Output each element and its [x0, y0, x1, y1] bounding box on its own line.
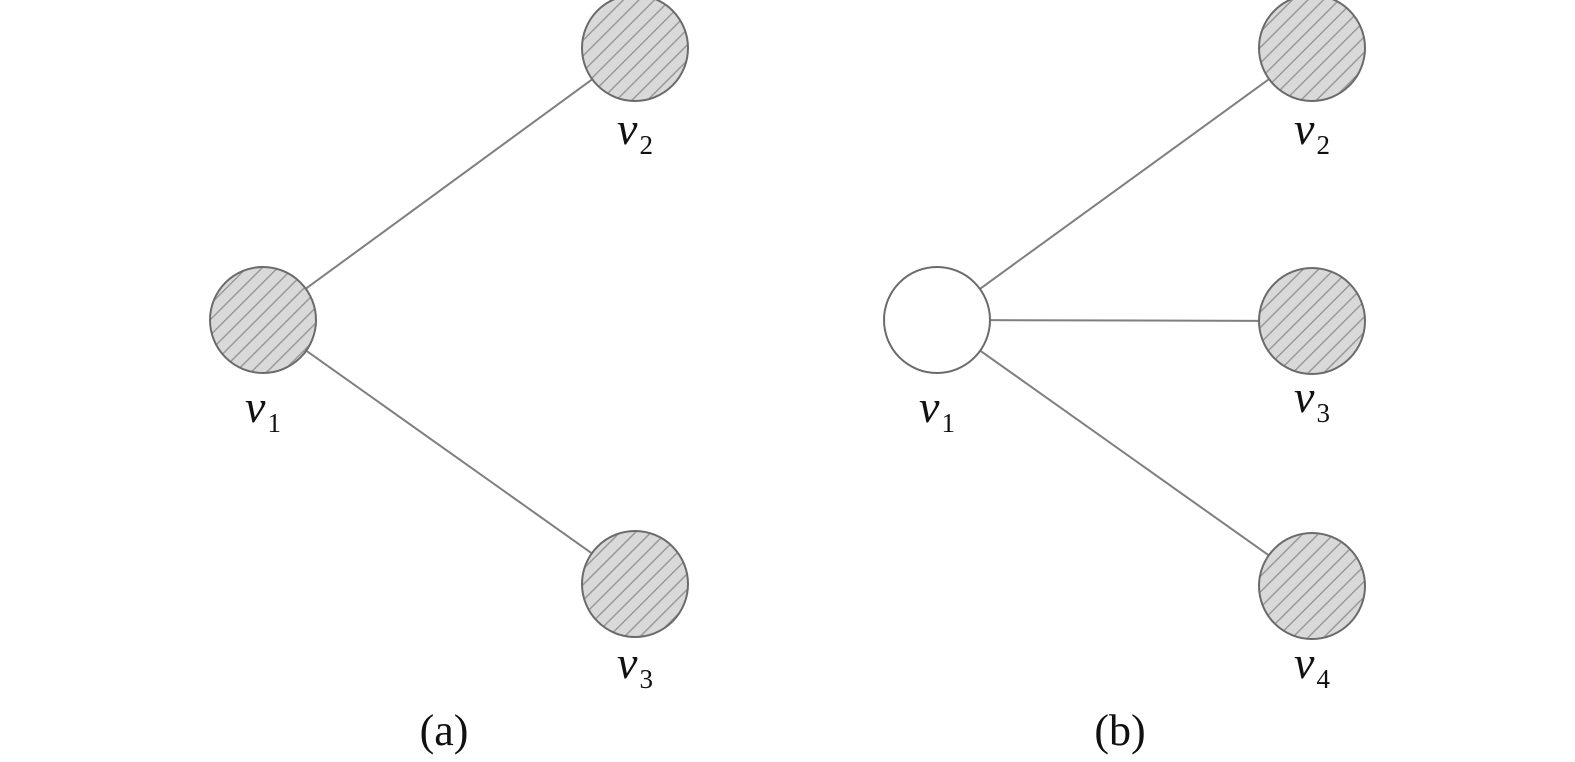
node-v3-hatched	[581, 530, 689, 638]
node-label-subscript: 2	[1316, 130, 1330, 160]
edge-v1-v3	[305, 349, 593, 555]
edge-v1-v3	[989, 319, 1260, 322]
node-label-subscript: 2	[639, 130, 653, 160]
node-label-letter: v	[617, 637, 638, 688]
node-label-v3: v3	[617, 637, 653, 694]
edge-v1-v2	[979, 78, 1270, 290]
node-v2-hatched	[1258, 0, 1366, 102]
node-label-letter: v	[1294, 637, 1315, 688]
panel-caption-a: (a)	[420, 706, 469, 755]
node-label-v1: v1	[919, 381, 955, 438]
node-v1-empty	[883, 266, 991, 374]
node-label-v2: v2	[617, 103, 653, 160]
edge-v1-v4	[979, 349, 1270, 557]
node-label-v3: v3	[1294, 371, 1330, 428]
node-label-v4: v4	[1294, 637, 1330, 694]
node-label-v2: v2	[1294, 103, 1330, 160]
node-v2-hatched	[581, 0, 689, 102]
node-label-subscript: 4	[1316, 664, 1330, 694]
node-label-letter: v	[617, 103, 638, 154]
node-label-letter: v	[919, 381, 940, 432]
node-label-subscript: 1	[941, 408, 955, 438]
node-label-letter: v	[1294, 371, 1315, 422]
panel-caption-b: (b)	[1094, 706, 1145, 755]
node-v4-hatched	[1258, 532, 1366, 640]
edge-v1-v2	[305, 78, 593, 290]
node-label-subscript: 3	[639, 664, 653, 694]
node-label-letter: v	[1294, 103, 1315, 154]
node-label-letter: v	[245, 381, 266, 432]
node-label-subscript: 1	[267, 408, 281, 438]
node-label-v1: v1	[245, 381, 281, 438]
node-v3-hatched	[1258, 267, 1366, 375]
node-label-subscript: 3	[1316, 398, 1330, 428]
node-v1-hatched	[209, 266, 317, 374]
